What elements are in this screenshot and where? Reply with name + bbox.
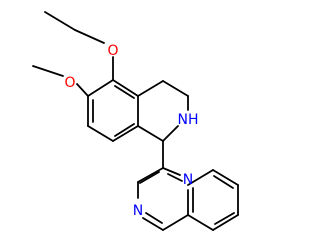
bond-qbenz-4 xyxy=(212,169,239,186)
bond-ethyl-ch3 xyxy=(44,11,76,31)
bond-sat-1 xyxy=(137,80,164,97)
bond-benz-double-2 xyxy=(114,123,135,137)
bond-sat-2 xyxy=(162,80,189,97)
bond-benz-3 xyxy=(87,125,114,142)
bond-qbenz-5 xyxy=(187,169,214,186)
atom-label-n-left: N xyxy=(133,203,143,219)
atom-label-o-ethoxy: O xyxy=(107,43,118,59)
bond-sat-5 xyxy=(137,125,164,142)
atom-label-nh: NH xyxy=(178,112,199,128)
bond-ethyl-ch2-o xyxy=(74,29,105,44)
atom-labels: O O NH N N xyxy=(64,43,198,219)
bond-qbenz-double-1 xyxy=(214,212,235,225)
bond-qbenz-1 xyxy=(187,214,214,231)
bonds xyxy=(32,11,239,231)
atom-label-o-methoxy: O xyxy=(64,75,75,91)
bond-pyr-4 xyxy=(162,214,189,231)
bond-methyl-o xyxy=(32,65,64,77)
bond-qbenz-double-2 xyxy=(213,175,234,189)
bond-pyr-double-3 xyxy=(167,173,183,182)
bond-benz-1 xyxy=(87,79,114,97)
bond-benz-4 xyxy=(112,125,139,142)
bond-qbenz-2 xyxy=(212,214,239,231)
molecule-structure: O O NH N N xyxy=(32,11,239,231)
atom-label-n-right: N xyxy=(183,172,193,188)
bond-pyr-double-2 xyxy=(145,212,163,224)
bond-o-c6 xyxy=(76,83,89,97)
bond-pyr-1 xyxy=(137,167,164,183)
bond-benz-double-3 xyxy=(114,85,135,99)
bond-pyr-6 xyxy=(162,167,181,176)
bond-pyr-3 xyxy=(142,217,164,231)
bond-pyr-double-1 xyxy=(139,171,160,184)
bond-benz-6 xyxy=(112,79,139,97)
bond-sat-4 xyxy=(162,125,179,142)
